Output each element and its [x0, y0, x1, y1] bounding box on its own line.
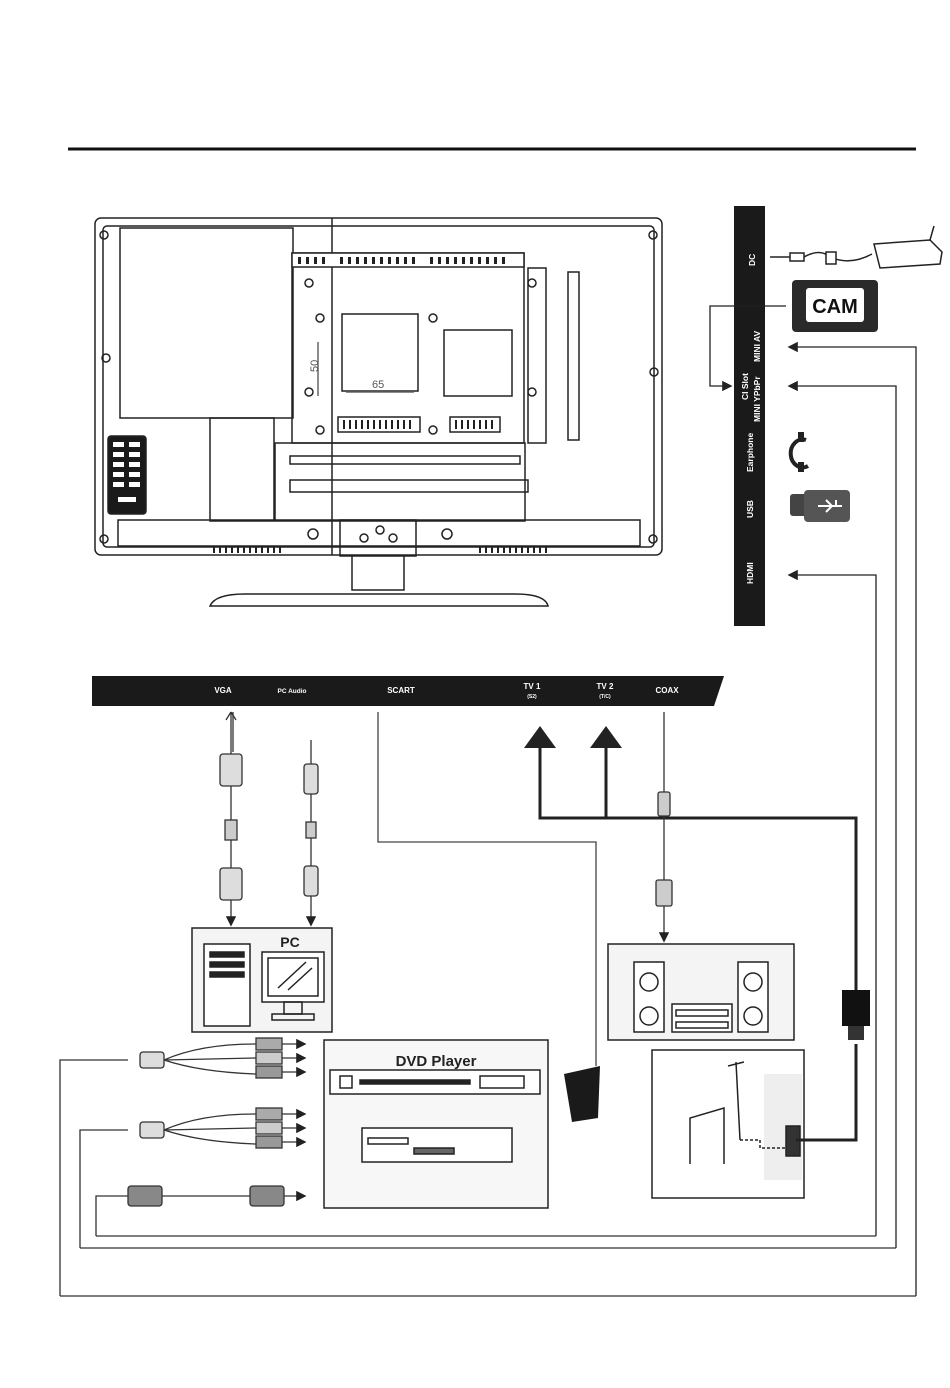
hdmi-plug [842, 990, 870, 1040]
scart-plug [564, 1066, 600, 1122]
pc-audio-cable [304, 740, 318, 924]
port-pc-audio: PC Audio [277, 688, 306, 695]
mini-av-arrow [790, 347, 916, 1296]
dc-adapter-icon [770, 226, 942, 268]
port-coax: COAX [655, 686, 679, 695]
port-vga: VGA [214, 686, 232, 695]
antenna-source [652, 1044, 856, 1198]
earphone-icon [791, 432, 808, 472]
cam-card-icon: CAM [792, 280, 878, 332]
port-mini-ypbpr: MINI YPbPr [752, 376, 762, 422]
port-tv1-sub: (S2) [527, 694, 537, 700]
dim-width-label: 65 [372, 379, 384, 391]
tv-back-view [95, 218, 662, 606]
port-tv2: TV 2 [597, 682, 614, 691]
port-tv1: TV 1 [524, 682, 541, 691]
tv1-arrow-head [524, 726, 556, 748]
usb-stick-icon [790, 490, 850, 522]
stereo-device [608, 944, 794, 1040]
coax-cable [656, 712, 672, 940]
dvd-label: DVD Player [396, 1053, 477, 1070]
port-ci-slot: CI Slot [740, 373, 750, 400]
port-hdmi: HDMI [745, 562, 755, 584]
port-usb: USB [745, 500, 755, 518]
port-tv2-sub: (T/C) [599, 694, 611, 700]
cam-label: CAM [812, 296, 858, 318]
pc-device [192, 928, 332, 1032]
port-scart: SCART [387, 686, 415, 695]
port-mini-av: MINI AV [752, 331, 762, 362]
scart-cable [378, 712, 596, 1066]
port-earphone: Earphone [745, 433, 755, 472]
vga-cable [220, 712, 242, 924]
pc-label: PC [280, 934, 299, 950]
port-dc: DC [747, 254, 757, 266]
dim-height-label: 50 [309, 360, 321, 372]
tv2-arrow-head [590, 726, 622, 748]
